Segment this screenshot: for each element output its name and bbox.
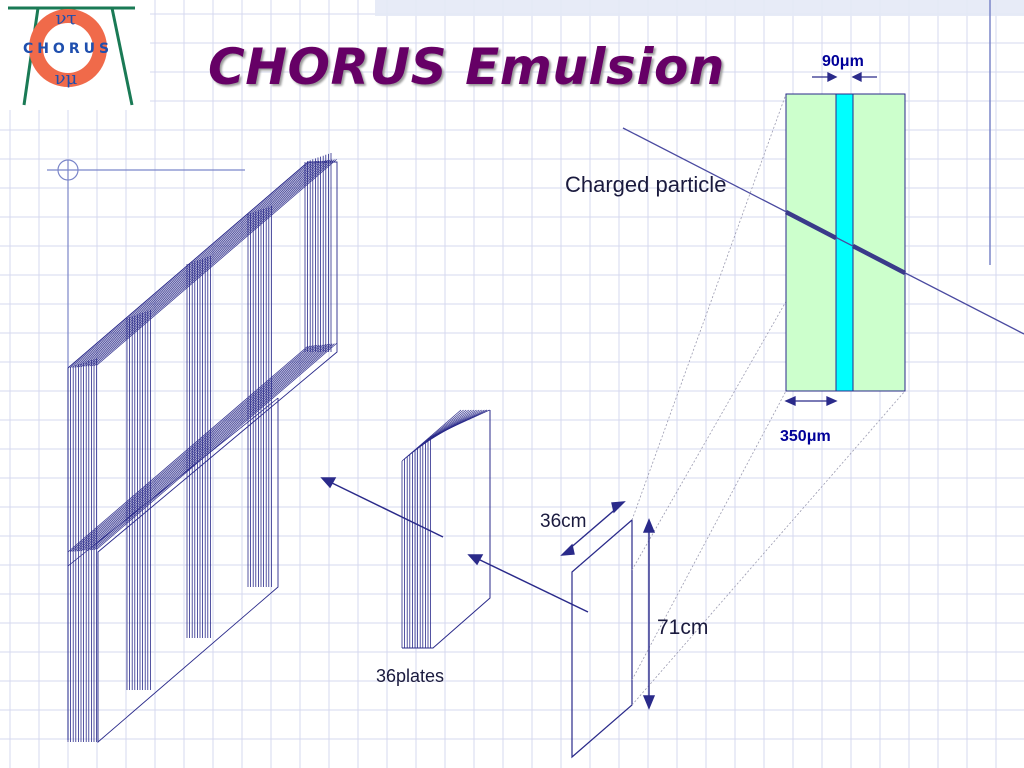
transfer-arrows — [320, 477, 589, 613]
plates-label: 36plates — [376, 666, 445, 686]
depth-label: 36cm — [540, 511, 587, 532]
film-thickness-marker — [812, 71, 877, 83]
chorus-logo: ντ νμ CHORUS — [0, 0, 150, 110]
logo-word: CHORUS — [23, 41, 113, 57]
film-thickness-label: 90μm — [822, 53, 864, 70]
logo-nu-tau: ντ — [56, 8, 77, 29]
emulsion-stack — [67, 153, 338, 743]
single-plate — [571, 518, 633, 759]
particle-track — [622, 127, 1024, 335]
logo-nu-mu: νμ — [55, 68, 78, 89]
plate-thickness-label: 350μm — [780, 428, 831, 445]
height-label: 71cm — [657, 616, 709, 639]
charged-particle-label: Charged particle — [565, 172, 727, 197]
slide-title: CHORUS Emulsion — [208, 38, 725, 96]
plate-stack — [401, 409, 491, 649]
plate-thickness-marker — [784, 395, 838, 407]
depth-arrow — [560, 501, 626, 556]
height-arrow — [642, 518, 656, 710]
